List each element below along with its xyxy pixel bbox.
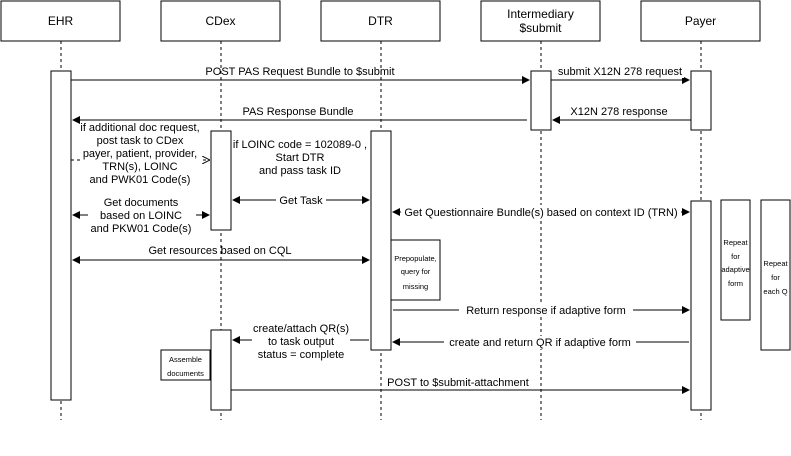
activation-ehr [50, 70, 72, 401]
msg-additional-doc-line2: post task to CDex [97, 135, 184, 147]
msg-submit-x12n: submit X12N 278 request [558, 66, 682, 78]
note-prepopulate-line1: Prepopulate, [394, 254, 437, 263]
note-repeat-adaptive-line2: for [731, 252, 740, 261]
msg-return-response: Return response if adaptive form [466, 305, 626, 317]
participant-dtr-label: DTR [368, 14, 393, 28]
participant-ehr-label: EHR [48, 14, 74, 28]
msg-get-documents-line1: Get documents [104, 197, 179, 209]
participant-payer: Payer [640, 0, 761, 42]
msg-loinc-line2: Start DTR [276, 152, 325, 164]
msg-create-attach: create/attach QR(s) to task output statu… [253, 323, 349, 361]
activation-dtr [370, 130, 392, 351]
activation-cdex-1 [210, 130, 232, 231]
msg-additional-doc-line4: TRN(s), LOINC [102, 161, 177, 173]
note-repeat-adaptive-line3: adaptive [721, 265, 749, 274]
note-repeat-each-q-line2: for [771, 273, 780, 282]
note-prepopulate-line3: missing [403, 282, 428, 291]
msg-get-questionnaire: Get Questionnaire Bundle(s) based on con… [404, 207, 677, 219]
msg-get-resources: Get resources based on CQL [148, 245, 291, 257]
msg-get-task: Get Task [279, 195, 323, 207]
note-repeat-adaptive: Repeat for adaptive form [720, 199, 751, 321]
msg-loinc-code: if LOINC code = 102089-0 , Start DTR and… [233, 139, 367, 177]
msg-additional-doc-line1: if additional doc request, [80, 122, 199, 134]
note-repeat-each-q-line3: each Q [763, 287, 787, 296]
note-prepopulate-line2: query for [401, 267, 431, 276]
msg-loinc-line3: and pass task ID [259, 165, 341, 177]
participant-ehr: EHR [0, 0, 121, 42]
msg-additional-doc-line5: and PWK01 Code(s) [90, 174, 191, 186]
note-assemble-documents: Assemble documents [160, 349, 211, 381]
msg-post-attachment: POST to $submit-attachment [387, 377, 529, 389]
msg-create-return-qr: create and return QR if adaptive form [449, 337, 631, 349]
msg-additional-doc: if additional doc request, post task to … [80, 122, 199, 186]
note-repeat-each-q: Repeat for each Q [760, 199, 791, 351]
note-repeat-adaptive-line4: form [728, 279, 743, 288]
note-repeat-adaptive-line1: Repeat [723, 238, 748, 247]
activation-payer-1 [690, 70, 712, 131]
participant-cdex: CDex [160, 0, 281, 42]
msg-create-attach-line1: create/attach QR(s) [253, 323, 349, 335]
participant-intermediary-label-line2: $submit [519, 21, 562, 35]
msg-post-pas: POST PAS Request Bundle to $submit [205, 66, 394, 78]
participant-dtr: DTR [320, 0, 441, 42]
activation-payer-2 [690, 200, 712, 411]
msg-create-attach-line2: to task output [268, 336, 334, 348]
activation-intermediary [530, 70, 552, 131]
participant-payer-label: Payer [685, 14, 716, 28]
activation-cdex-2 [210, 329, 232, 411]
note-assemble-line1: Assemble [169, 355, 202, 364]
msg-loinc-line1: if LOINC code = 102089-0 , [233, 139, 367, 151]
note-prepopulate: Prepopulate, query for missing [390, 239, 441, 301]
msg-get-documents-line2: based on LOINC [100, 210, 182, 222]
msg-get-documents-line3: and PKW01 Code(s) [91, 223, 192, 235]
msg-x12n-response: X12N 278 response [570, 106, 667, 118]
msg-create-attach-line3: status = complete [258, 349, 345, 361]
note-assemble-line2: documents [167, 369, 204, 378]
participant-intermediary: Intermediary $submit [480, 0, 601, 42]
note-repeat-each-q-line1: Repeat [763, 259, 788, 268]
participant-intermediary-label-line1: Intermediary [507, 7, 574, 21]
msg-pas-response: PAS Response Bundle [242, 106, 353, 118]
msg-get-documents: Get documents based on LOINC and PKW01 C… [91, 197, 192, 235]
participant-cdex-label: CDex [205, 14, 235, 28]
msg-additional-doc-line3: payer, patient, provider, [83, 148, 197, 160]
